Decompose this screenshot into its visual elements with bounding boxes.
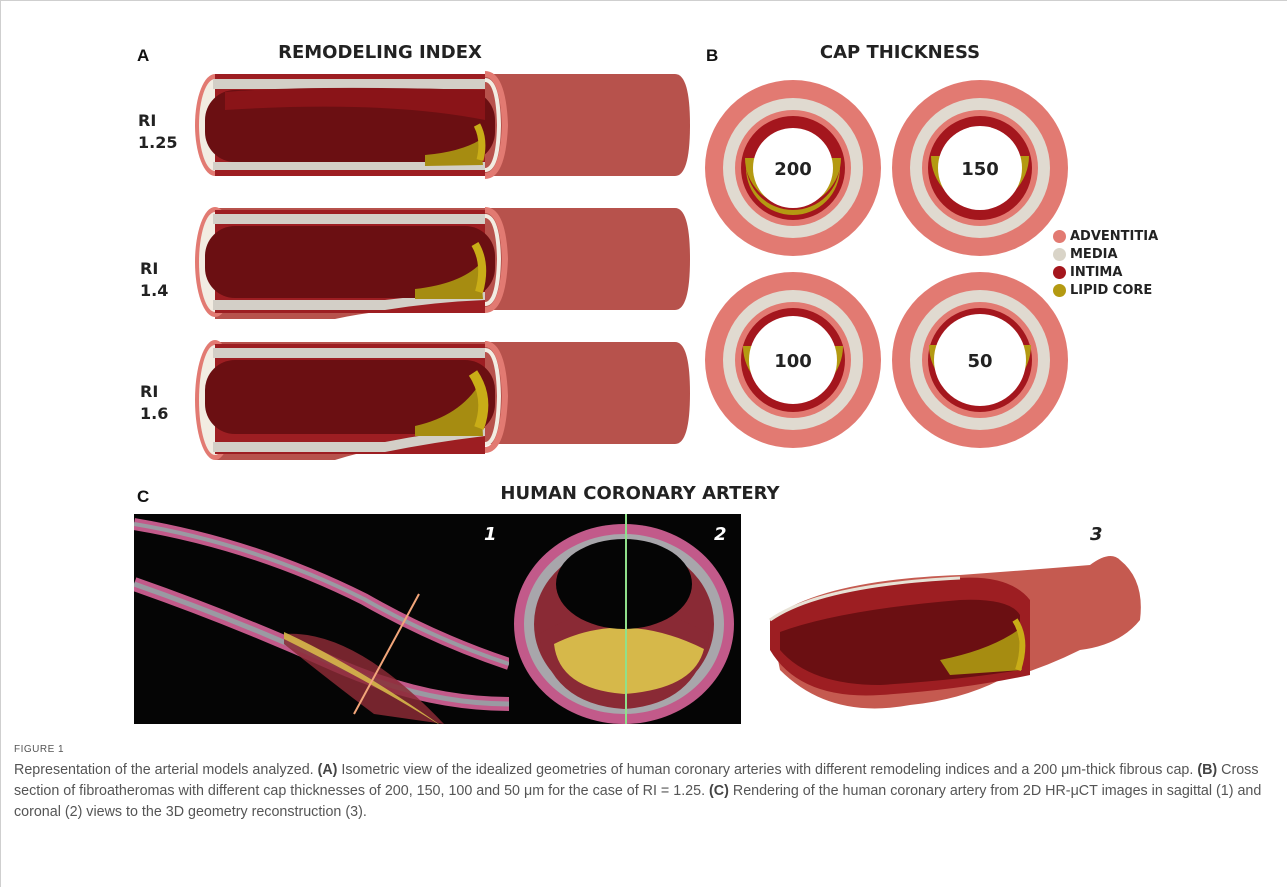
figure-caption: Representation of the arterial models an… [14, 760, 1264, 823]
sagittal-ct-image: 1 [134, 514, 509, 724]
panel-letter-a: A [137, 46, 149, 66]
image-label-3: 3 [1090, 524, 1103, 545]
ring-100: 100 [705, 272, 881, 448]
ring-label-150: 150 [961, 159, 999, 180]
ring-200: 200 [705, 80, 881, 256]
panel-title-a: REMODELING INDEX [270, 42, 490, 63]
vessel-model-ri-1-25 [195, 74, 690, 176]
media-swatch-icon [1053, 248, 1066, 261]
adventitia-swatch-icon [1053, 230, 1066, 243]
coronal-ct-image: 2 [509, 514, 741, 724]
remodeling-index-models [185, 70, 695, 465]
cap-thickness-rings: 200 150 100 50 [700, 70, 1090, 460]
ring-50: 50 [892, 272, 1068, 448]
figure-label: FIGURE 1 [14, 744, 64, 755]
ring-label-100: 100 [774, 351, 812, 372]
ring-label-50: 50 [967, 351, 992, 372]
legend-item-intima: INTIMA [1053, 265, 1122, 280]
vessel-model-ri-1-4 [195, 207, 690, 319]
vessel-model-ri-1-6 [195, 340, 690, 460]
legend-item-media: MEDIA [1053, 247, 1118, 262]
lipid-core-swatch-icon [1053, 284, 1066, 297]
legend-item-lipid-core: LIPID CORE [1053, 283, 1152, 298]
ring-label-200: 200 [774, 159, 812, 180]
panel-letter-b: B [706, 46, 718, 66]
legend-item-adventitia: ADVENTITIA [1053, 229, 1158, 244]
panel-title-c: HUMAN CORONARY ARTERY [470, 483, 810, 504]
ring-150: 150 [892, 80, 1068, 256]
panel-title-b: CAP THICKNESS [815, 42, 985, 63]
intima-swatch-icon [1053, 266, 1066, 279]
panel-letter-c: C [137, 487, 149, 507]
3d-reconstruction-image: 3 [760, 520, 1160, 720]
image-label-2: 2 [714, 524, 727, 545]
image-label-1: 1 [484, 524, 497, 545]
